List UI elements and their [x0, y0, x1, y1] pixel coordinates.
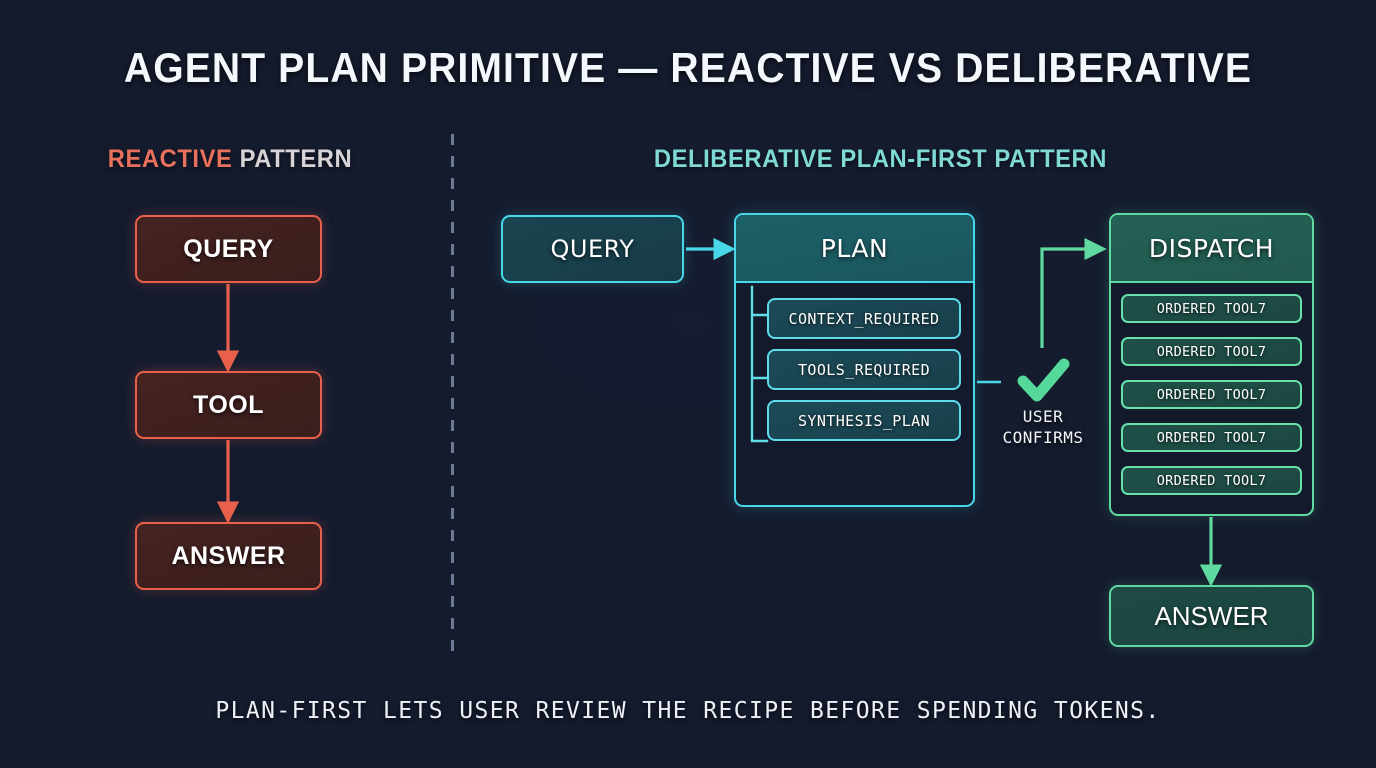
- plan-item-label: TOOLS_REQUIRED: [797, 360, 931, 379]
- deliberative-node-answer: ANSWER: [1109, 585, 1314, 647]
- deliberative-node-query-label: QUERY: [550, 235, 635, 263]
- reactive-node-answer: ANSWER: [135, 522, 322, 590]
- dispatch-item-label: ORDERED TOOL7: [1156, 386, 1267, 403]
- user-confirms-line1: USER: [1022, 407, 1064, 426]
- reactive-node-tool: TOOL: [135, 371, 322, 439]
- dispatch-item: ORDERED TOOL7: [1121, 337, 1302, 366]
- footer-caption: PLAN-FIRST LETS USER REVIEW THE RECIPE B…: [215, 698, 1161, 724]
- dispatch-container: DISPATCH ORDERED TOOL7 ORDERED TOOL7 ORD…: [1109, 213, 1314, 516]
- dispatch-item: ORDERED TOOL7: [1121, 380, 1302, 409]
- deliberative-column-heading: DELIBERATIVE PLAN-FIRST PATTERN: [653, 145, 1108, 173]
- reactive-column-heading: REACTIVE PATTERN: [91, 145, 368, 174]
- deliberative-node-query: QUERY: [501, 215, 684, 283]
- user-confirms-label: USER CONFIRMS: [974, 406, 1112, 448]
- dispatch-item-label: ORDERED TOOL7: [1156, 429, 1267, 446]
- dispatch-item: ORDERED TOOL7: [1121, 466, 1302, 495]
- check-mark-icon: [1017, 358, 1070, 402]
- dispatch-item-label: ORDERED TOOL7: [1156, 300, 1267, 317]
- page-title: AGENT PLAN PRIMITIVE — REACTIVE VS DELIB…: [123, 44, 1253, 91]
- dispatch-item: ORDERED TOOL7: [1121, 294, 1302, 323]
- plan-item: TOOLS_REQUIRED: [767, 349, 961, 390]
- dispatch-item-list: ORDERED TOOL7 ORDERED TOOL7 ORDERED TOOL…: [1111, 283, 1312, 505]
- plan-item-label: SYNTHESIS_PLAN: [797, 411, 931, 430]
- plan-container: PLAN CONTEXT_REQUIRED TOOLS_REQUIRED SYN…: [734, 213, 975, 507]
- dispatch-item-label: ORDERED TOOL7: [1156, 472, 1267, 489]
- reactive-node-tool-label: TOOL: [193, 390, 264, 419]
- dispatch-item: ORDERED TOOL7: [1121, 423, 1302, 452]
- plan-item-label: CONTEXT_REQUIRED: [788, 309, 940, 328]
- plan-item-list: CONTEXT_REQUIRED TOOLS_REQUIRED SYNTHESI…: [736, 283, 973, 455]
- reactive-node-answer-label: ANSWER: [171, 541, 286, 570]
- reactive-heading-accent: REACTIVE: [107, 145, 233, 173]
- dispatch-header-label: DISPATCH: [1111, 215, 1312, 283]
- plan-header-label: PLAN: [736, 215, 973, 283]
- reactive-node-query: QUERY: [135, 215, 322, 283]
- reactive-node-query-label: QUERY: [183, 234, 274, 263]
- arrow-gate-to-dispatch: [1040, 237, 1107, 348]
- column-divider: [451, 134, 454, 652]
- dispatch-item-label: ORDERED TOOL7: [1156, 343, 1267, 360]
- user-confirms-line2: CONFIRMS: [1002, 428, 1084, 447]
- reactive-heading-rest: PATTERN: [232, 145, 353, 173]
- deliberative-node-answer-label: ANSWER: [1154, 600, 1269, 631]
- plan-item: CONTEXT_REQUIRED: [767, 298, 961, 339]
- plan-item: SYNTHESIS_PLAN: [767, 400, 961, 441]
